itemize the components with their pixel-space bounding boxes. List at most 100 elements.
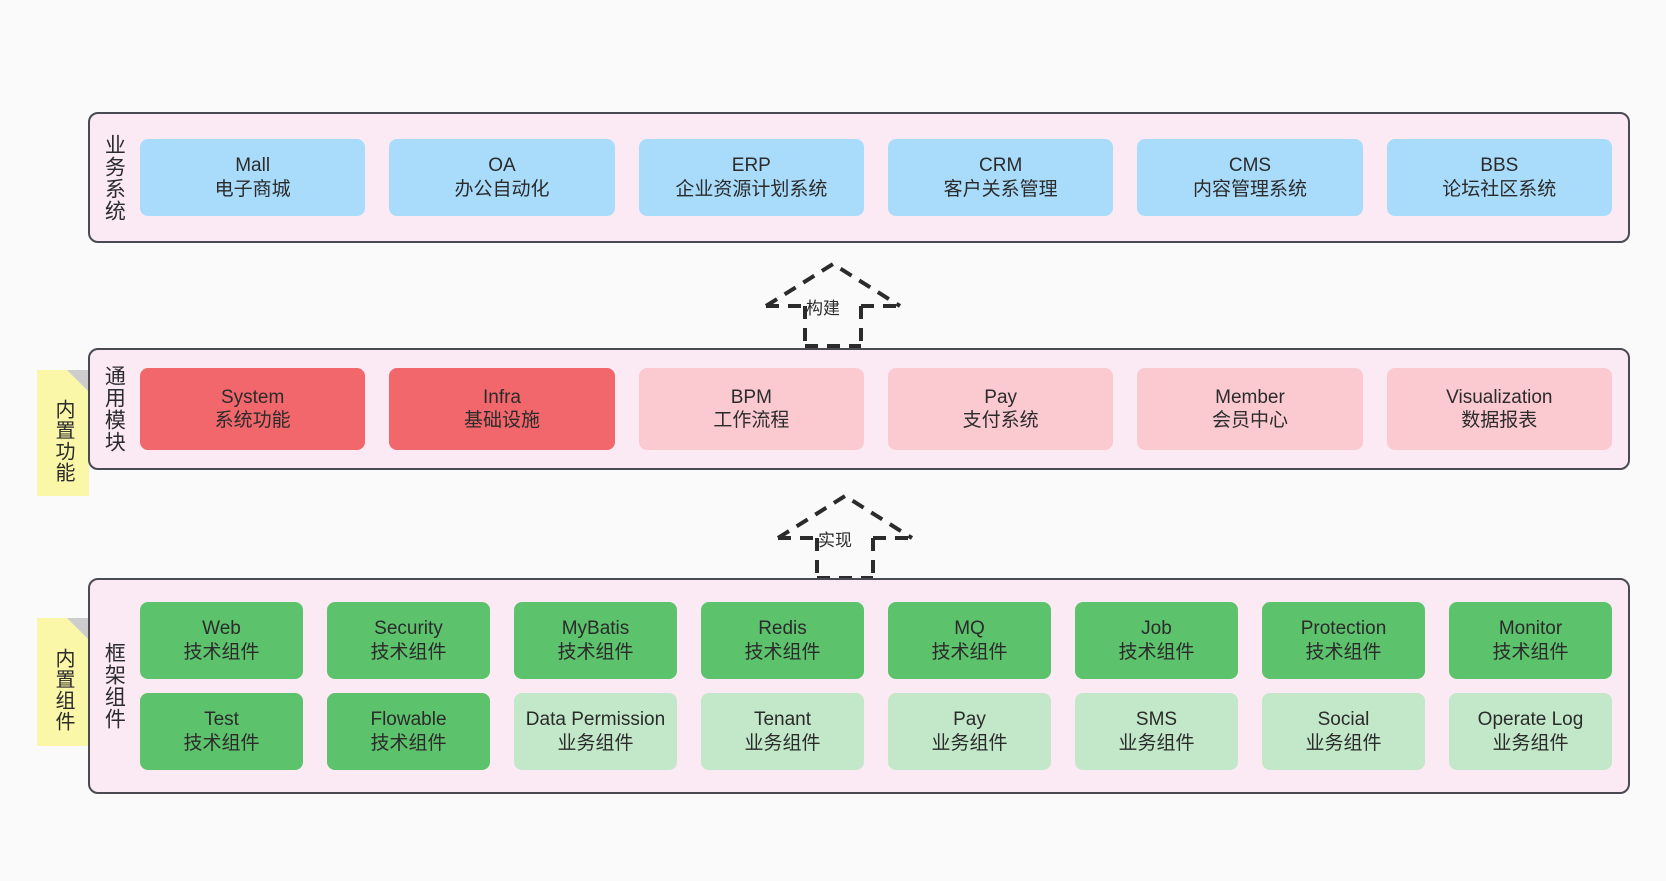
node-subtitle: 业务组件 bbox=[1492, 732, 1569, 754]
node-subtitle: 技术组件 bbox=[370, 641, 447, 663]
node-subtitle: 技术组件 bbox=[744, 641, 821, 663]
layer-title-business: 业务系统 bbox=[102, 133, 126, 222]
node-bbs[interactable]: BBS 论坛社区系统 bbox=[1386, 139, 1612, 216]
node-subtitle: 客户关系管理 bbox=[943, 178, 1058, 200]
node-title: Job bbox=[1141, 618, 1172, 640]
node-title: OA bbox=[488, 155, 516, 177]
node-subtitle: 技术组件 bbox=[183, 732, 260, 754]
node-subtitle: 技术组件 bbox=[1118, 641, 1195, 663]
node-security[interactable]: Security 技术组件 bbox=[327, 602, 490, 679]
node-monitor[interactable]: Monitor 技术组件 bbox=[1449, 602, 1612, 679]
node-subtitle: 内容管理系统 bbox=[1192, 178, 1307, 200]
node-title: SMS bbox=[1135, 709, 1178, 731]
node-title: Mall bbox=[235, 155, 271, 177]
node-test[interactable]: Test 技术组件 bbox=[140, 693, 303, 770]
node-mq[interactable]: MQ 技术组件 bbox=[888, 602, 1051, 679]
node-title: Data Permission bbox=[525, 709, 666, 731]
node-subtitle: 技术组件 bbox=[183, 641, 260, 663]
node-title: BPM bbox=[730, 386, 772, 408]
node-title: CMS bbox=[1228, 155, 1272, 177]
node-bpm[interactable]: BPM 工作流程 bbox=[638, 368, 864, 450]
node-title: ERP bbox=[731, 155, 771, 177]
node-subtitle: 业务组件 bbox=[744, 732, 821, 754]
node-title: System bbox=[220, 386, 285, 408]
node-title: Security bbox=[374, 618, 443, 640]
node-oa[interactable]: OA 办公自动化 bbox=[389, 139, 615, 216]
node-sms[interactable]: SMS 业务组件 bbox=[1075, 693, 1238, 770]
layer-body-business: Mall 电子商城 OA 办公自动化 ERP 企业资源计划系统 CRM 客户关系… bbox=[136, 114, 1628, 241]
node-title: Redis bbox=[758, 618, 807, 640]
node-subtitle: 电子商城 bbox=[214, 178, 291, 200]
connector-implement-label: 实现 bbox=[818, 531, 852, 550]
node-visualization[interactable]: Visualization 数据报表 bbox=[1386, 368, 1612, 450]
node-title: Social bbox=[1317, 709, 1370, 731]
node-subtitle: 业务组件 bbox=[557, 732, 634, 754]
node-crm[interactable]: CRM 客户关系管理 bbox=[887, 139, 1114, 216]
node-title: Pay bbox=[953, 709, 986, 731]
node-subtitle: 数据报表 bbox=[1461, 410, 1538, 431]
node-subtitle: 办公自动化 bbox=[454, 178, 550, 200]
node-subtitle: 系统功能 bbox=[214, 410, 291, 431]
node-subtitle: 技术组件 bbox=[1492, 641, 1569, 663]
note-builtin-components: 内置组件 bbox=[37, 618, 89, 746]
node-infra[interactable]: Infra 基础设施 bbox=[389, 368, 615, 450]
node-subtitle: 工作流程 bbox=[713, 410, 790, 431]
node-title: Operate Log bbox=[1477, 709, 1584, 731]
node-data-permission[interactable]: Data Permission 业务组件 bbox=[514, 693, 677, 770]
node-subtitle: 技术组件 bbox=[931, 641, 1008, 663]
node-mall[interactable]: Mall 电子商城 bbox=[140, 139, 366, 216]
connector-build-label: 构建 bbox=[806, 299, 840, 318]
node-title: Visualization bbox=[1446, 386, 1553, 408]
node-flowable[interactable]: Flowable 技术组件 bbox=[327, 693, 490, 770]
node-title: Infra bbox=[482, 386, 521, 408]
node-tenant[interactable]: Tenant 业务组件 bbox=[701, 693, 864, 770]
node-pay-component[interactable]: Pay 业务组件 bbox=[888, 693, 1051, 770]
layer-title-modules: 通用模块 bbox=[102, 365, 126, 453]
connector-implement: 实现 bbox=[770, 490, 920, 580]
connector-build: 构建 bbox=[758, 258, 908, 348]
node-operate-log[interactable]: Operate Log 业务组件 bbox=[1449, 693, 1612, 770]
node-subtitle: 论坛社区系统 bbox=[1442, 178, 1557, 200]
node-subtitle: 业务组件 bbox=[1305, 732, 1382, 754]
node-subtitle: 技术组件 bbox=[557, 641, 634, 663]
node-redis[interactable]: Redis 技术组件 bbox=[701, 602, 864, 679]
node-erp[interactable]: ERP 企业资源计划系统 bbox=[638, 139, 864, 216]
note-label: 内置组件 bbox=[52, 648, 74, 732]
node-subtitle: 支付系统 bbox=[962, 410, 1039, 431]
layer-body-modules: System 系统功能 Infra 基础设施 BPM 工作流程 Pay 支付系统… bbox=[136, 350, 1628, 468]
node-cms[interactable]: CMS 内容管理系统 bbox=[1137, 139, 1363, 216]
node-title: Member bbox=[1215, 386, 1285, 408]
node-title: Protection bbox=[1300, 618, 1387, 640]
node-subtitle: 技术组件 bbox=[370, 732, 447, 754]
node-title: BBS bbox=[1480, 155, 1519, 177]
node-title: CRM bbox=[979, 155, 1023, 177]
node-title: Tenant bbox=[753, 709, 812, 731]
node-title: Test bbox=[204, 709, 239, 731]
node-subtitle: 业务组件 bbox=[931, 732, 1008, 754]
note-builtin-features: 内置功能 bbox=[37, 370, 89, 496]
node-protection[interactable]: Protection 技术组件 bbox=[1262, 602, 1425, 679]
node-social[interactable]: Social 业务组件 bbox=[1262, 693, 1425, 770]
node-title: MQ bbox=[954, 618, 985, 640]
node-subtitle: 会员中心 bbox=[1211, 410, 1288, 431]
layer-business-systems: 业务系统 Mall 电子商城 OA 办公自动化 ERP 企业资源计划系统 CRM… bbox=[88, 112, 1630, 243]
node-title: MyBatis bbox=[561, 618, 630, 640]
node-title: Web bbox=[202, 618, 241, 640]
node-subtitle: 企业资源计划系统 bbox=[675, 178, 828, 200]
node-subtitle: 基础设施 bbox=[463, 410, 540, 431]
node-row: System 系统功能 Infra 基础设施 BPM 工作流程 Pay 支付系统… bbox=[140, 368, 1612, 450]
node-row: Mall 电子商城 OA 办公自动化 ERP 企业资源计划系统 CRM 客户关系… bbox=[140, 139, 1612, 216]
node-pay-module[interactable]: Pay 支付系统 bbox=[887, 368, 1114, 450]
node-job[interactable]: Job 技术组件 bbox=[1075, 602, 1238, 679]
node-mybatis[interactable]: MyBatis 技术组件 bbox=[514, 602, 677, 679]
layer-common-modules: 通用模块 System 系统功能 Infra 基础设施 BPM 工作流程 Pay… bbox=[88, 348, 1630, 470]
layer-framework-components: 框架组件 Web 技术组件 Security 技术组件 MyBatis 技术组件… bbox=[88, 578, 1630, 794]
node-title: Flowable bbox=[370, 709, 447, 731]
node-title: Pay bbox=[984, 386, 1018, 408]
node-web[interactable]: Web 技术组件 bbox=[140, 602, 303, 679]
node-member[interactable]: Member 会员中心 bbox=[1137, 368, 1363, 450]
node-row: Test 技术组件 Flowable 技术组件 Data Permission … bbox=[140, 693, 1612, 770]
node-subtitle: 业务组件 bbox=[1118, 732, 1195, 754]
node-system[interactable]: System 系统功能 bbox=[140, 368, 366, 450]
